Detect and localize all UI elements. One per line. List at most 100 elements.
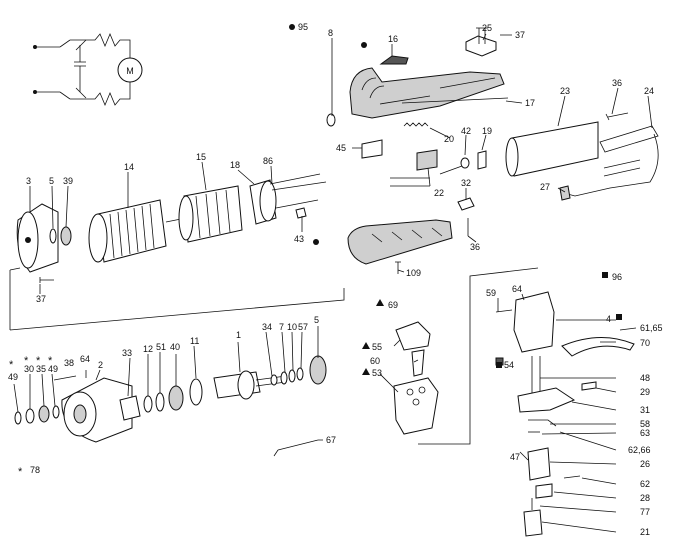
- svg-text:*: *: [9, 359, 14, 371]
- label-39: 39: [63, 176, 73, 186]
- label-55: 55: [372, 342, 382, 352]
- label-47: 47: [510, 452, 520, 462]
- label-61-65: 61,65: [640, 323, 663, 333]
- label-36-bottom: 36: [470, 242, 480, 252]
- label-27: 27: [540, 182, 550, 192]
- lower-housing: [347, 219, 453, 265]
- label-95: 95: [298, 22, 308, 32]
- label-17: 17: [525, 98, 535, 108]
- part-31-shoe: [517, 387, 576, 413]
- label-24: 24: [644, 86, 654, 96]
- label-42: 42: [461, 126, 471, 136]
- label-57: 57: [298, 322, 308, 332]
- part-39-bearing: [60, 226, 72, 246]
- label-29: 29: [640, 387, 650, 397]
- label-96: 96: [612, 272, 622, 282]
- part-60-screw: [411, 349, 425, 377]
- label-43: 43: [294, 234, 304, 244]
- label-15: 15: [196, 152, 206, 162]
- label-19: 19: [482, 126, 492, 136]
- part-67-hex-key: [273, 439, 319, 457]
- part-49-washer-right: [52, 405, 60, 419]
- label-22: 22: [434, 188, 444, 198]
- part-7-ring: [280, 371, 288, 385]
- label-49-right: 49: [48, 364, 58, 374]
- label-64-head: 64: [512, 284, 522, 294]
- part-20-spring: [403, 122, 429, 127]
- label-7: 7: [279, 322, 284, 332]
- part-23-handle-sleeve: [508, 121, 599, 177]
- part-45-switch: [361, 139, 383, 159]
- part-11-gear: [189, 378, 203, 406]
- part-17-rod: [401, 97, 509, 104]
- label-34: 34: [262, 322, 272, 332]
- part-29-pin: [581, 381, 597, 391]
- label-59: 59: [486, 288, 496, 298]
- label-109: 109: [406, 268, 421, 278]
- part-62-pin: [563, 475, 581, 479]
- label-35: 35: [36, 364, 46, 374]
- part-27-power-cord: [559, 133, 659, 197]
- svg-text:*: *: [48, 355, 53, 367]
- label-16: 16: [388, 34, 398, 44]
- asterisk-markers: * * * * *: [9, 355, 53, 478]
- part-21-column: [523, 509, 543, 537]
- part-19-ring: [477, 150, 487, 170]
- label-37-top: 37: [515, 30, 525, 40]
- part-38-pin: [53, 375, 77, 381]
- part-109-screw: [395, 261, 401, 274]
- part-10-ring: [288, 369, 296, 383]
- label-33: 33: [122, 348, 132, 358]
- label-5-top: 5: [49, 176, 54, 186]
- marker-square-96: [602, 272, 608, 278]
- part-57-ring: [296, 367, 304, 381]
- group-bracket-motor: [9, 267, 345, 331]
- part-25-bracket: [465, 35, 497, 57]
- part-34-ring: [270, 374, 278, 386]
- label-67: 67: [326, 435, 336, 445]
- label-18: 18: [230, 160, 240, 170]
- label-11: 11: [190, 336, 199, 346]
- part-43-brush: [295, 207, 307, 219]
- label-49-left: 49: [8, 372, 18, 382]
- label-21: 21: [640, 527, 650, 537]
- label-28: 28: [640, 493, 650, 503]
- part-2-gear-housing: [61, 377, 133, 443]
- marker-dot-95: [289, 24, 295, 30]
- callout-leaders: [13, 33, 653, 533]
- label-40: 40: [170, 342, 180, 352]
- part-5-bearing: [309, 355, 327, 385]
- part-4-head-housing: [513, 291, 555, 353]
- part-42-bushing: [460, 157, 470, 169]
- label-38: 38: [64, 358, 74, 368]
- label-20: 20: [444, 134, 454, 144]
- part-33-bearing: [119, 395, 141, 421]
- marker-triangle-69: [376, 299, 384, 306]
- motor-symbol: M: [126, 66, 134, 76]
- label-14: 14: [124, 162, 134, 172]
- label-78: 78: [30, 465, 40, 475]
- part-15-stator: [178, 185, 243, 243]
- part-35-ring: [38, 405, 50, 423]
- wiring-schematic: [33, 32, 143, 107]
- part-59-screw: [495, 309, 513, 313]
- label-86: 86: [263, 156, 273, 166]
- label-63: 63: [640, 428, 650, 438]
- label-45: 45: [336, 143, 346, 153]
- label-2: 2: [98, 360, 103, 370]
- label-1: 1: [236, 330, 241, 340]
- part-1-spindle: [213, 370, 287, 400]
- part-58-clip: [528, 419, 557, 427]
- part-69-cap: [395, 321, 431, 351]
- label-10: 10: [287, 322, 297, 332]
- part-14-armature: [88, 199, 187, 263]
- label-23: 23: [560, 86, 570, 96]
- svg-text:*: *: [36, 355, 41, 367]
- part-48-rod: [531, 356, 541, 396]
- label-60: 60: [370, 356, 380, 366]
- label-48: 48: [640, 373, 650, 383]
- label-3: 3: [26, 176, 31, 186]
- part-26-punch: [527, 447, 551, 481]
- part-8-oring: [326, 113, 336, 127]
- label-77: 77: [640, 507, 650, 517]
